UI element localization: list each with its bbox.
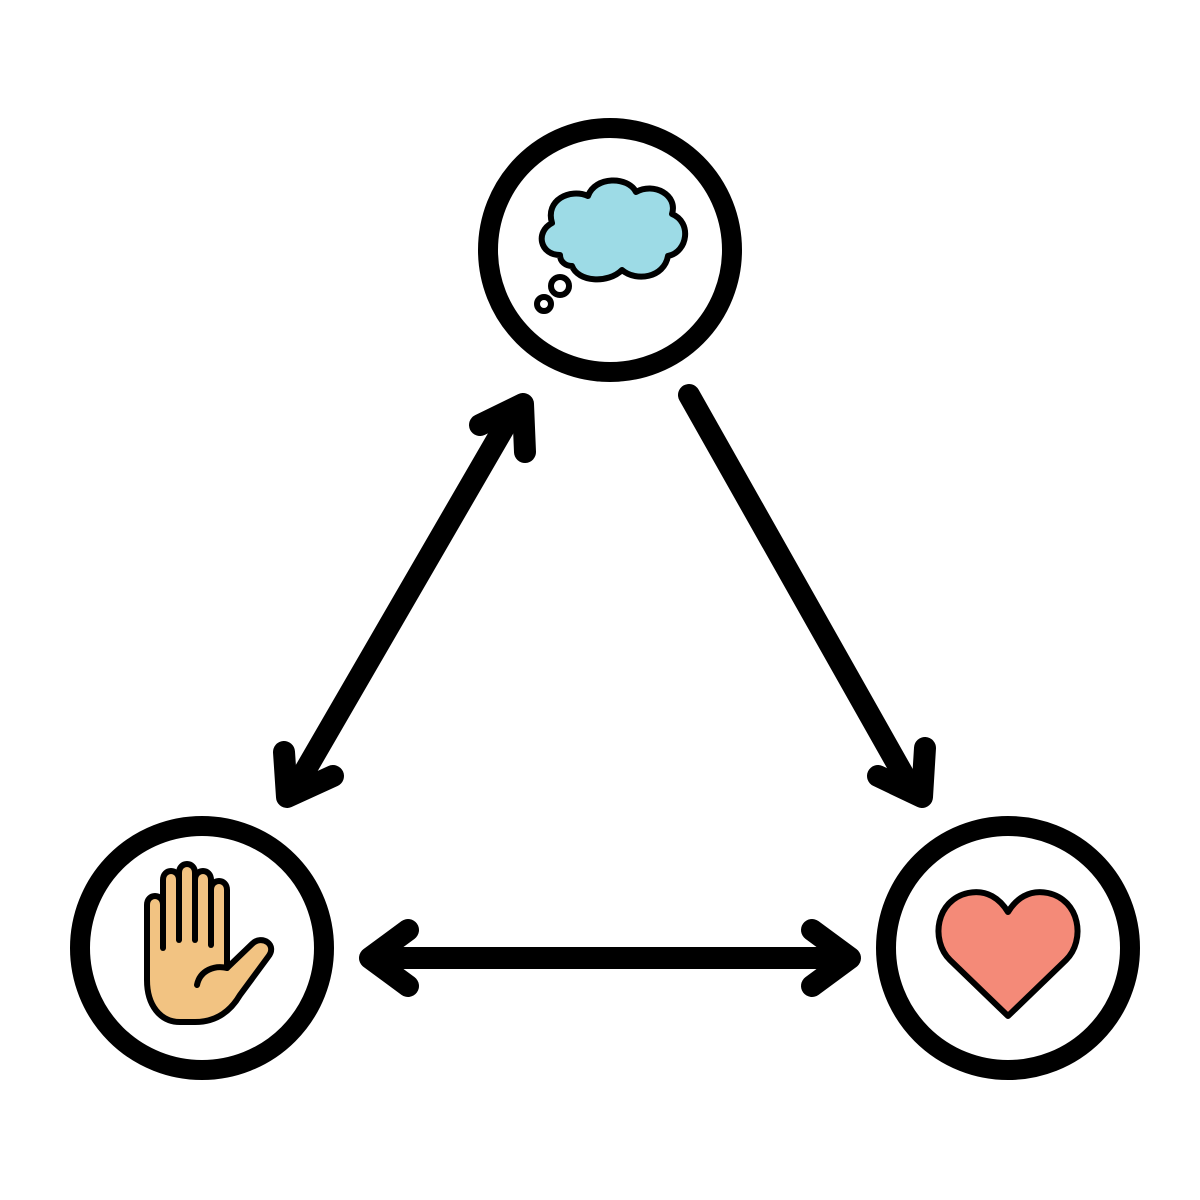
edge-thought-action-line	[283, 401, 524, 801]
node-thought	[478, 118, 742, 382]
edge-thought-action-arrowhead-top	[469, 393, 536, 463]
node-action	[70, 816, 334, 1080]
edge-action-feeling	[359, 919, 861, 997]
edge-thought-feeling-line	[678, 384, 923, 801]
heart-icon	[935, 889, 1081, 1019]
edge-thought-feeling-arrowhead	[867, 737, 936, 808]
node-feeling	[876, 816, 1140, 1080]
edge-thought-feeling	[678, 384, 936, 808]
edge-action-feeling-arrowhead-left	[359, 919, 419, 997]
raised-hand-icon	[144, 861, 275, 1025]
edge-thought-action	[273, 393, 536, 808]
edge-thought-action-arrowhead-bottom	[273, 741, 344, 808]
thought-bubble-icon	[534, 177, 689, 314]
edge-action-feeling-arrowhead-right	[801, 919, 861, 997]
